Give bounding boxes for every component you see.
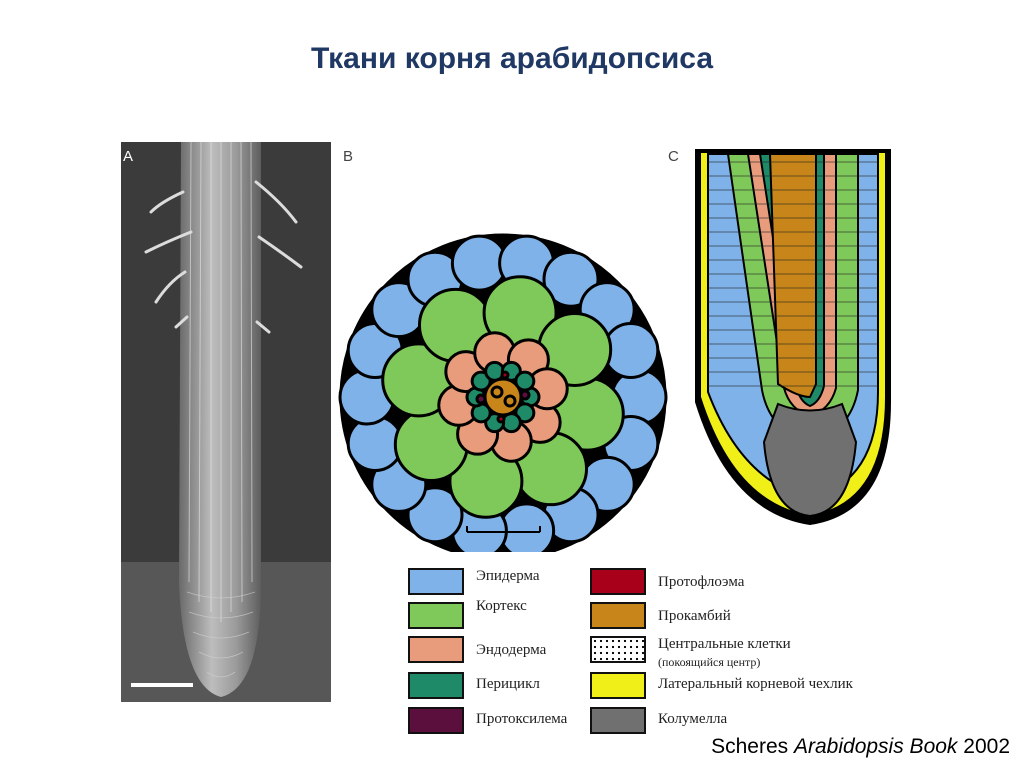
- legend-label: Кортекс: [476, 598, 527, 614]
- procambium-cell: [503, 394, 517, 408]
- procambium-layer: [768, 153, 817, 399]
- legend-label: Перицикл: [476, 676, 540, 692]
- procambium-cell: [490, 385, 504, 399]
- legend-swatch: [590, 672, 646, 699]
- protophloem-cell: [496, 414, 506, 424]
- legend-label: Прокамбий: [658, 608, 731, 624]
- panel-a-micrograph: A: [121, 141, 331, 702]
- legend-label: Эндодерма: [476, 642, 547, 658]
- legend-swatch: [590, 636, 646, 663]
- citation-work: Arabidopsis Book: [794, 735, 958, 758]
- longitudinal-diagram: [695, 149, 891, 526]
- legend-swatch: [408, 602, 464, 629]
- protoxylem-cell: [519, 389, 531, 401]
- legend-label: Протоксилема: [476, 711, 568, 727]
- legend-label: Эпидерма: [476, 568, 540, 584]
- panel-a-label: A: [123, 148, 134, 165]
- cross-section-diagram: [338, 233, 668, 561]
- protophloem-cell: [500, 370, 510, 380]
- longitudinal-tissues: [695, 149, 891, 526]
- legend-sublabel: (покоящийся центр): [658, 655, 761, 669]
- legend-swatch: [408, 672, 464, 699]
- legend-swatch: [590, 568, 646, 595]
- panel-c-longitudinal: C: [660, 142, 900, 527]
- legend-label: Центральные клетки: [658, 636, 791, 652]
- citation-author: Scheres: [711, 735, 789, 758]
- cross-section-rings: [338, 233, 668, 561]
- procambium-core: [483, 377, 523, 417]
- legend-label: Латеральный корневой чехлик: [658, 676, 853, 692]
- panel-b-label: B: [343, 148, 354, 165]
- legend-swatch: [590, 602, 646, 629]
- scale-bar: [131, 683, 193, 687]
- citation: Scheres Arabidopsis Book 2002: [711, 735, 1010, 759]
- legend-swatch: [590, 707, 646, 734]
- panel-c-label: C: [668, 148, 679, 165]
- protoxylem-cell: [475, 393, 487, 405]
- root-micrograph-image: [121, 141, 331, 702]
- legend-swatch: [408, 568, 464, 595]
- page-title: Ткани корня арабидопсиса: [310, 42, 714, 75]
- citation-year: 2002: [963, 735, 1010, 758]
- legend-swatch: [408, 636, 464, 663]
- legend-label: Колумелла: [658, 711, 728, 727]
- columella: [762, 402, 858, 518]
- legend-label: Протофлоэма: [658, 574, 745, 590]
- panel-b-cross-section: B: [335, 142, 670, 561]
- legend-swatch: [408, 707, 464, 734]
